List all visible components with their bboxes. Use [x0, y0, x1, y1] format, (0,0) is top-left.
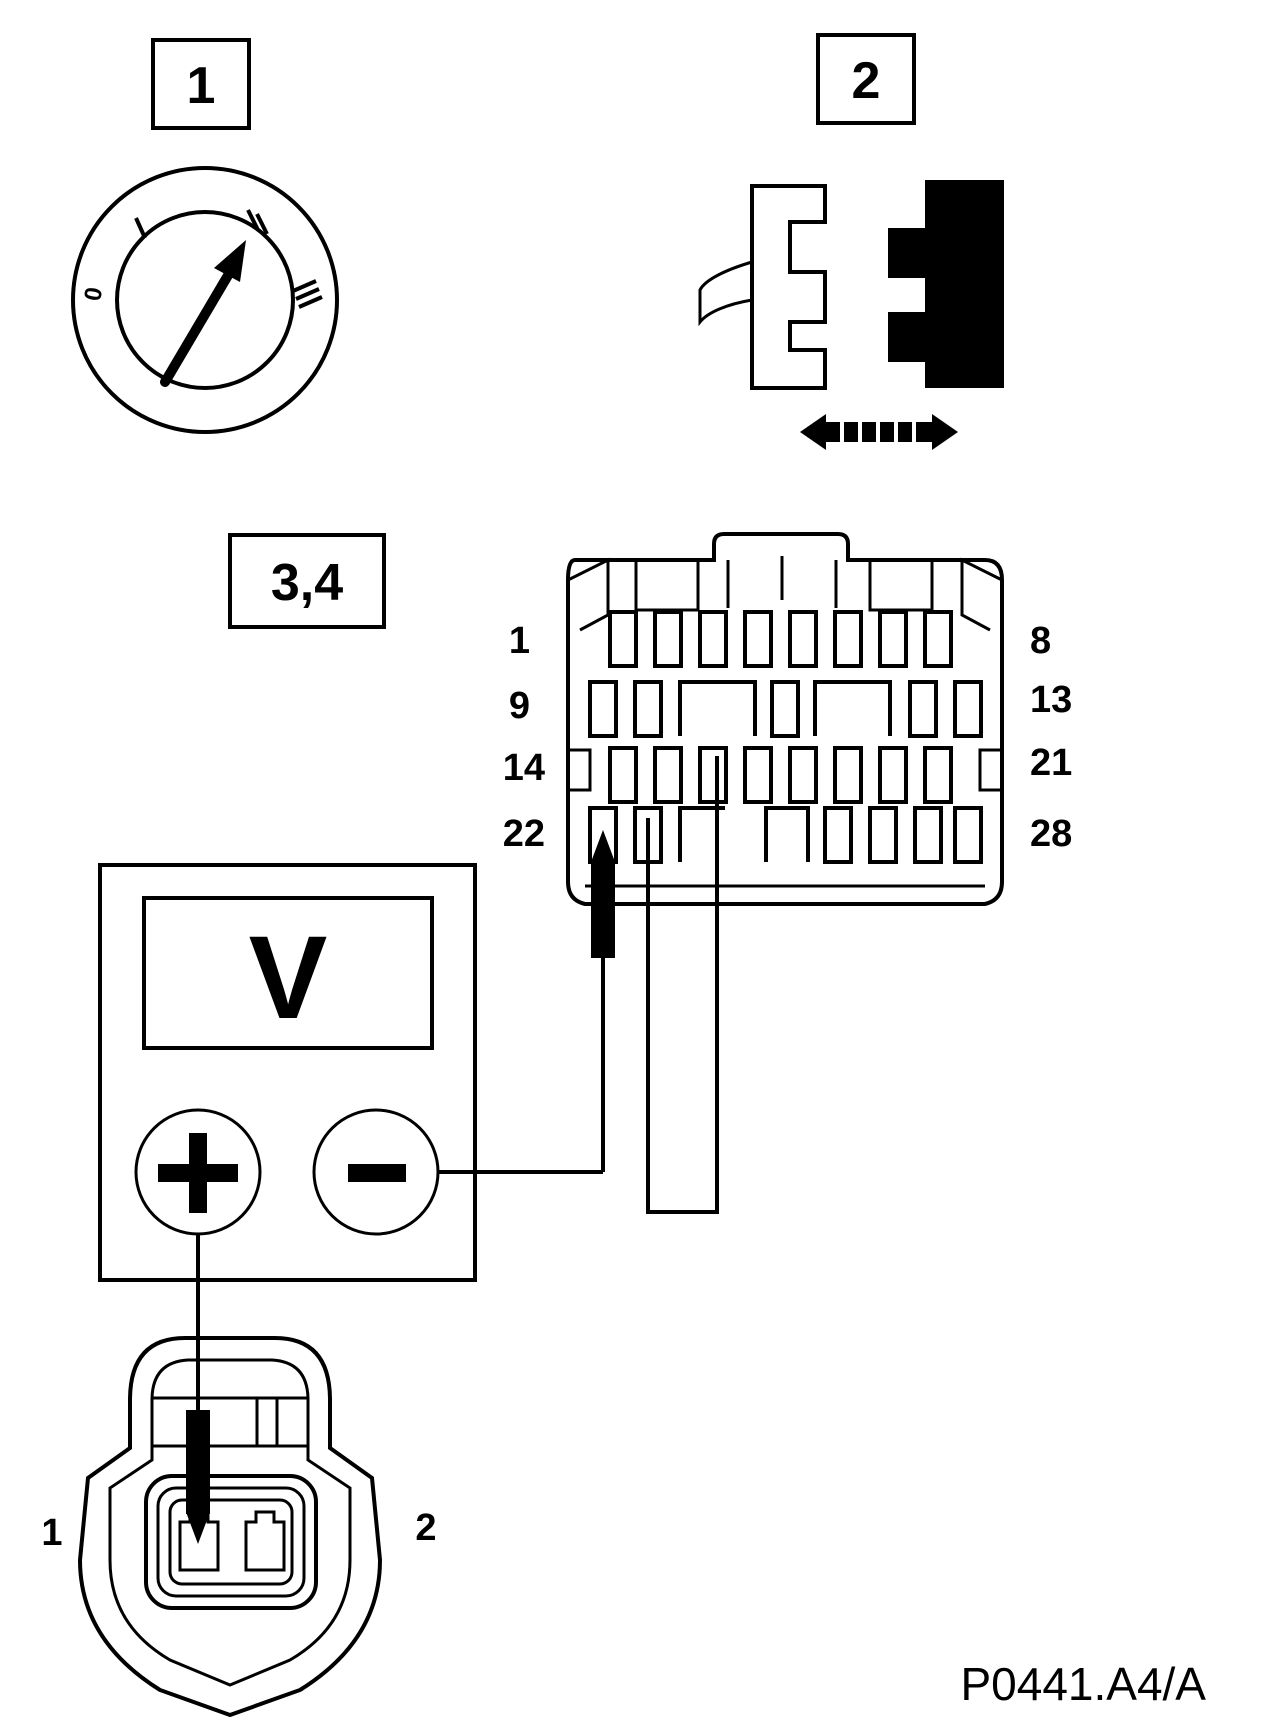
step-2-label: 2 — [852, 52, 881, 110]
ecu-pin-label-8: 8 — [1030, 620, 1051, 662]
cavity-row-3 — [608, 746, 953, 804]
cavity-row-4 — [588, 806, 983, 864]
ignition-position-3-mark — [292, 279, 323, 309]
ecu-pin-label-9: 9 — [509, 685, 530, 727]
voltmeter-body — [98, 863, 477, 1282]
ecu-pin-label-28: 28 — [1030, 813, 1072, 855]
ignition-position-0: 0 — [79, 285, 108, 303]
key-pointer — [160, 267, 235, 387]
ignition-switch-icon: 0 — [71, 166, 339, 434]
sensor-pin-label-2: 2 — [415, 1507, 436, 1549]
voltmeter: V + − — [98, 863, 477, 1282]
step-1-box — [151, 38, 251, 130]
sensor-connector: 1 2 — [41, 1336, 437, 1718]
step-34-box — [228, 533, 386, 629]
ecu-connector: 1 8 9 13 14 21 22 28 — [503, 532, 1072, 906]
step-1-label: 1 — [187, 57, 216, 115]
cavity-row-2 — [588, 680, 983, 738]
cavity-row-1 — [608, 610, 953, 668]
plus-terminal: + — [134, 1108, 262, 1236]
step-2-box — [816, 33, 916, 125]
voltmeter-unit-symbol: V — [249, 912, 328, 1044]
sensor-pin-2-cavity — [244, 1510, 286, 1572]
harness-wire-loop — [646, 756, 719, 1214]
step-34-label: 3,4 — [271, 554, 343, 612]
ecu-pin-label-21: 21 — [1030, 742, 1072, 784]
key-pointer-head — [214, 240, 246, 282]
voltmeter-display — [142, 896, 434, 1050]
ecu-pin-label-14: 14 — [503, 747, 545, 789]
wire-stub — [698, 260, 753, 327]
step-2-group: 2 — [698, 33, 1004, 450]
negative-probe-icon — [591, 830, 615, 1172]
ecu-pin-label-22: 22 — [503, 813, 545, 855]
step-1-group: 1 0 — [71, 38, 339, 434]
figure-reference: P0441.A4/A — [960, 1658, 1206, 1710]
ecu-pin-label-13: 13 — [1030, 679, 1072, 721]
positive-probe-icon — [186, 1410, 210, 1544]
separate-arrow-icon — [800, 414, 958, 450]
ignition-position-2-mark — [246, 209, 269, 235]
connector-half-left-icon — [698, 184, 827, 390]
connector-half-right-icon — [888, 180, 1004, 388]
sensor-pin-label-1: 1 — [41, 1512, 62, 1554]
sensor-connector-outer — [77, 1336, 383, 1718]
ecu-pin-label-1: 1 — [509, 620, 530, 662]
minus-terminal: − — [312, 1108, 440, 1236]
ignition-position-1-mark — [134, 217, 147, 239]
